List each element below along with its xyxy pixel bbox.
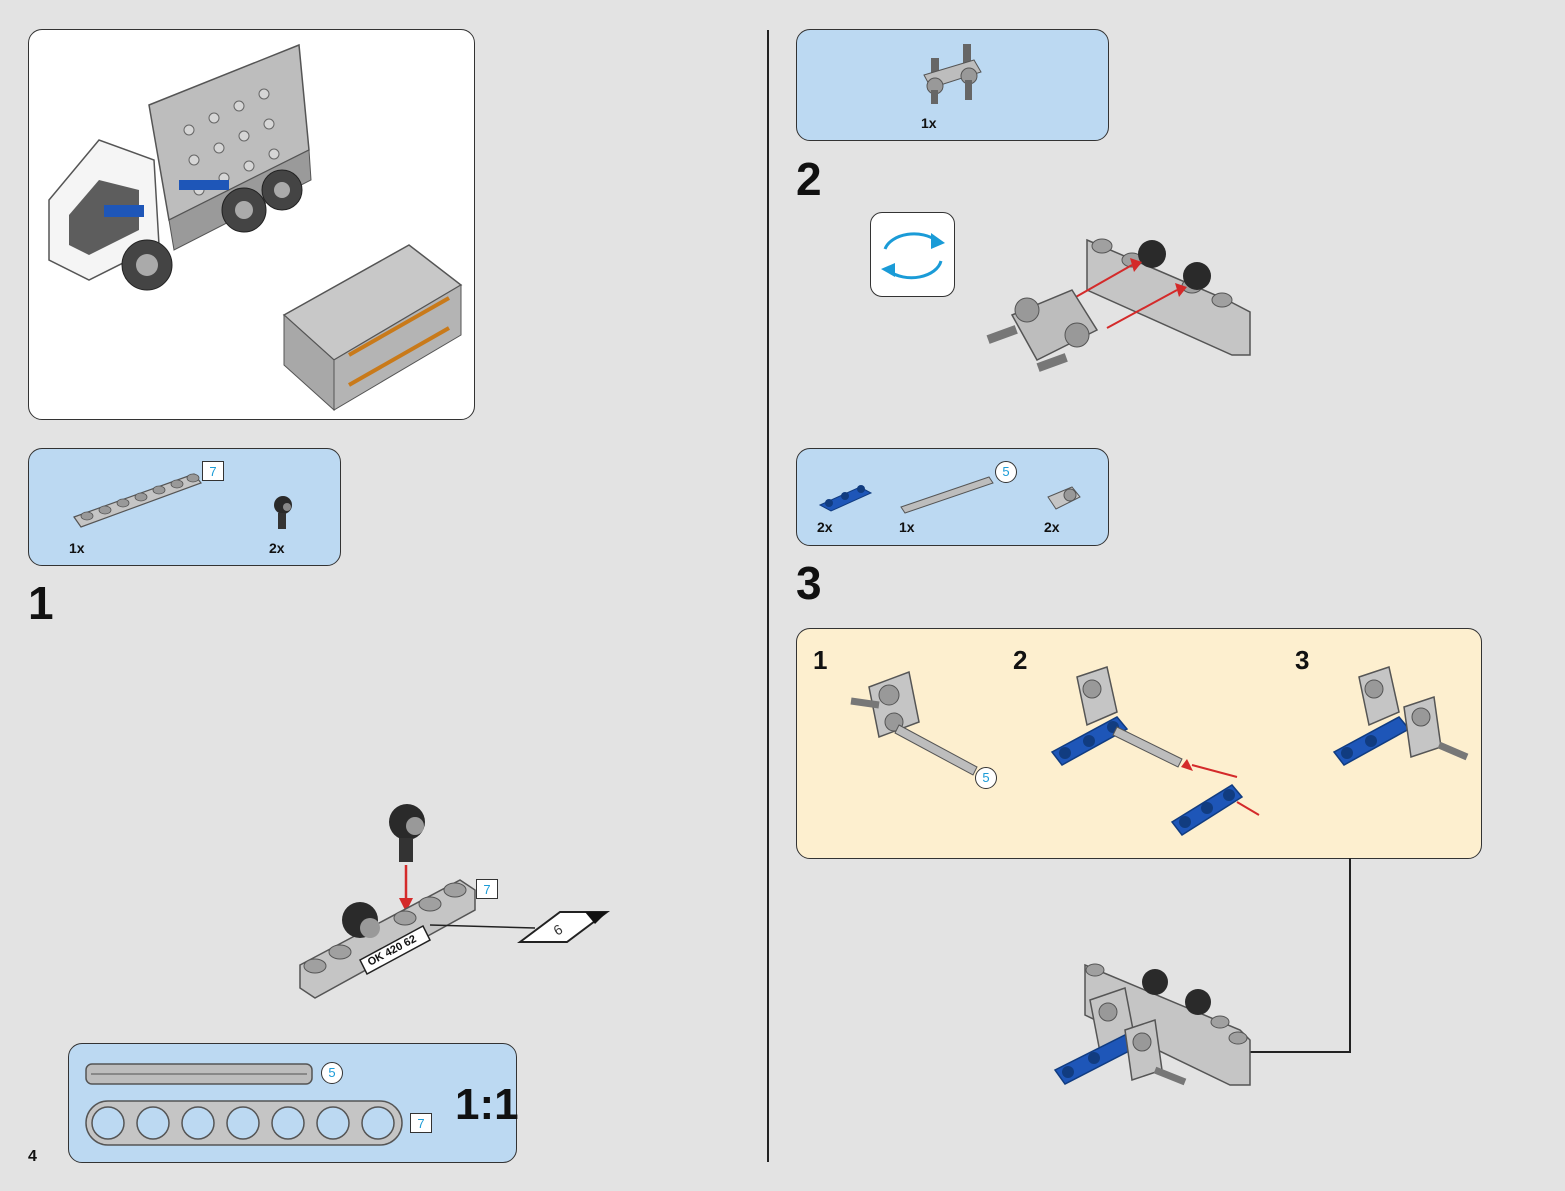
beam-7-reference: [85, 1100, 405, 1146]
truck-model-illustration: [29, 30, 476, 421]
step2-assembly-illustration: [982, 230, 1262, 390]
blue-beam-3-part-icon: [815, 483, 875, 513]
substep1-illustration: [849, 667, 989, 797]
axle-5-reference: [85, 1062, 315, 1086]
scale-label: 1:1: [455, 1080, 519, 1130]
step3-subassembly-panel: 1 2 3 5: [796, 628, 1482, 859]
beam-length-callout: 7: [202, 461, 224, 481]
axle-connector-part-icon: [1044, 483, 1084, 515]
beam-length-callout: 7: [476, 879, 498, 899]
beam-length-callout: 7: [410, 1113, 432, 1133]
scale-reference-panel: 5 7 1:1: [68, 1043, 517, 1163]
substep-number: 3: [1295, 647, 1309, 673]
axle-5-part-icon: [897, 473, 997, 513]
step-number: 3: [796, 560, 822, 606]
rotate-model-icon: [870, 212, 955, 297]
step1-parts-panel: 7 1x 2x: [28, 448, 341, 566]
step1-assembly-illustration: OK 420 62 6: [295, 800, 615, 1020]
step-number: 1: [28, 580, 54, 626]
axle-length-callout: 5: [995, 461, 1017, 483]
substep-number: 2: [1013, 647, 1027, 673]
part-qty: 2x: [1044, 519, 1060, 535]
substep2-illustration: [1047, 667, 1277, 857]
step-number: 2: [796, 156, 822, 202]
connector-part-icon: [269, 495, 299, 535]
substep3-illustration: [1329, 667, 1479, 807]
part-qty: 1x: [921, 115, 937, 131]
page-number: 4: [28, 1148, 37, 1166]
beam-7-part-icon: [69, 469, 209, 529]
axle-length-callout: 5: [321, 1062, 343, 1084]
step3-assembly-illustration: [1050, 960, 1270, 1100]
part-qty: 2x: [269, 540, 285, 556]
substep-number: 1: [813, 647, 827, 673]
part-qty: 1x: [899, 519, 915, 535]
overview-panel: [28, 29, 475, 420]
part-qty: 2x: [817, 519, 833, 535]
page-divider: [767, 30, 769, 1162]
axle-length-callout: 5: [975, 767, 997, 789]
part-qty: 1x: [69, 540, 85, 556]
axle-pin-connector-part-icon: [919, 40, 989, 110]
step2-parts-panel: 1x: [796, 29, 1109, 141]
step3-parts-panel: 2x 5 1x 2x: [796, 448, 1109, 546]
